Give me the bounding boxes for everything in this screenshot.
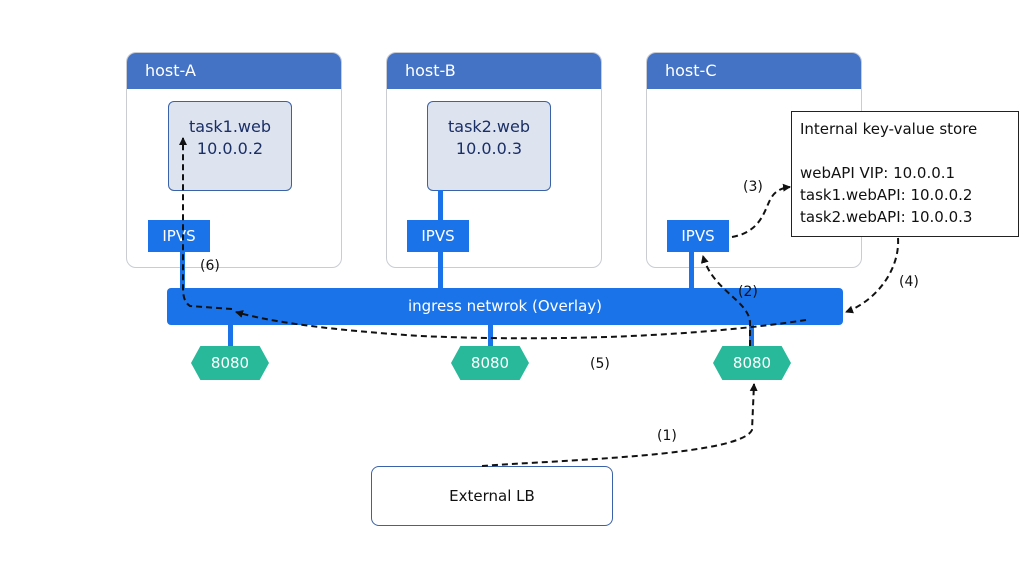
host-b-ipvs: IPVS [407, 220, 469, 252]
kv-store-box: Internal key-value store webAPI VIP: 10.… [791, 111, 1019, 237]
task1-ip: 10.0.0.2 [196, 139, 264, 158]
port-a: 8080 [191, 346, 269, 380]
step-label-3: (3) [743, 179, 763, 195]
step-label-1: (1) [657, 428, 677, 444]
port-c-connector [749, 322, 754, 348]
task2-ipvs-connector [438, 190, 443, 222]
task2-web-box: task2.web 10.0.0.3 [427, 101, 551, 191]
host-c-connector [689, 252, 694, 292]
host-a-ipvs: IPVS [148, 220, 210, 252]
host-b-connector [438, 252, 443, 292]
host-b-title: host-B [387, 53, 601, 89]
external-lb-box: External LB [371, 466, 613, 526]
port-c: 8080 [713, 346, 791, 380]
step-label-2: (2) [738, 284, 758, 300]
port-a-connector [228, 322, 233, 348]
host-c-ipvs: IPVS [667, 220, 729, 252]
task1-name: task1.web [188, 117, 272, 136]
host-c-title: host-C [647, 53, 861, 89]
kv-store-title: Internal key-value store [800, 120, 978, 138]
step-label-4: (4) [899, 274, 919, 290]
host-a-connector [180, 252, 185, 292]
kv-entry-task2: task2.webAPI: 10.0.0.3 [800, 208, 973, 226]
step-label-5: (5) [590, 356, 610, 372]
step-label-6: (6) [200, 258, 220, 274]
task2-ip: 10.0.0.3 [455, 139, 523, 158]
kv-entry-task1: task1.webAPI: 10.0.0.2 [800, 186, 973, 204]
arrow-step-1 [481, 383, 758, 467]
kv-entry-vip: webAPI VIP: 10.0.0.1 [800, 164, 956, 182]
port-b: 8080 [451, 346, 529, 380]
port-b-connector [488, 322, 493, 348]
task1-web-box: task1.web 10.0.0.2 [168, 101, 292, 191]
task2-name: task2.web [447, 117, 531, 136]
host-a-title: host-A [127, 53, 341, 89]
